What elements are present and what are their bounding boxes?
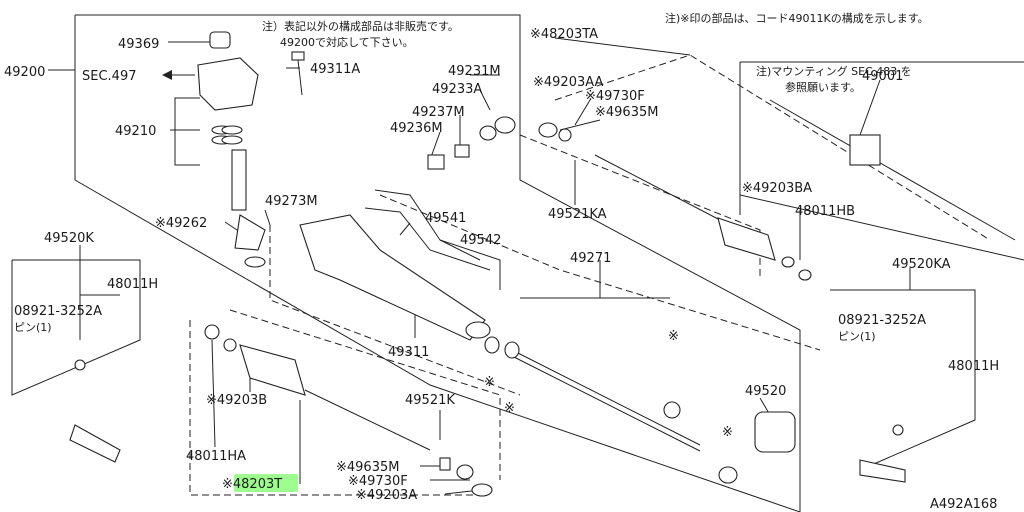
note-top-center-2: 49200で対応して下さい。 (280, 35, 414, 49)
label-49520KA: 49520KA (892, 257, 951, 272)
label-48203TA: ※48203TA (530, 27, 598, 42)
notes: 注）表記以外の構成部品は非販売です。 49200で対応して下さい。 注)※印の部… (262, 11, 929, 94)
label-49200: 49200 (4, 65, 45, 80)
label-49231M: 49231M (448, 64, 501, 79)
label-pin-left: ピン(1) (14, 321, 52, 334)
part-labels: 49369 49200 SEC.497 49311A 49210 ※49262 … (4, 27, 999, 512)
bellows-top (717, 217, 776, 261)
highlight-48203T (234, 474, 298, 492)
label-49520K: 49520K (44, 231, 94, 246)
asterisk-mark: ※ (504, 401, 515, 416)
cap-49369 (209, 31, 231, 49)
asterisk-markers: ※ ※ ※ ※ (484, 329, 733, 440)
label-49203AA: ※49203AA (533, 75, 604, 90)
label-49730F-top: ※49730F (585, 89, 645, 104)
label-49262: ※49262 (155, 216, 207, 231)
panel-outlines (11, 14, 1024, 512)
note-inset-1: 注)マウンティング SEC.483 を (756, 64, 912, 78)
label-49203BA: ※49203BA (742, 181, 812, 196)
tie-rod-end-left (69, 424, 121, 463)
label-49311: 49311 (388, 345, 429, 360)
label-49541: 49541 (425, 211, 466, 226)
label-48011H-right: 48011H (948, 359, 999, 374)
valve-housing (197, 57, 259, 111)
asterisk-mark: ※ (722, 425, 733, 440)
label-49210: 49210 (115, 124, 156, 139)
label-49311A: 49311A (310, 62, 360, 77)
note-inset-2: 参照願います。 (785, 80, 861, 94)
asterisk-mark: ※ (484, 375, 495, 390)
asterisk-mark: ※ (668, 329, 679, 344)
bushing-49520 (754, 411, 796, 453)
note-top-right: 注)※印の部品は、コード49011Kの構成を示します。 (665, 11, 929, 25)
label-08921-right: 08921-3252A (838, 313, 926, 328)
label-diagram-id: A492A168 (930, 497, 997, 512)
label-49635M-bottom: ※49635M (336, 460, 399, 475)
part-illustrations (69, 31, 1016, 497)
bellows-bottom (239, 344, 306, 396)
label-49203A: ※49203A (356, 488, 417, 503)
pinion-shaft (231, 149, 247, 211)
label-49521K: 49521K (405, 393, 455, 408)
note-top-center-1: 注）表記以外の構成部品は非販売です。 (262, 19, 459, 33)
label-48011HB: 48011HB (795, 204, 855, 219)
label-49203B: ※49203B (206, 393, 267, 408)
label-08921-left: 08921-3252A (14, 304, 102, 319)
label-49236M: 49236M (390, 121, 443, 136)
tie-rod-end-right (859, 459, 906, 483)
bolt-49311A (291, 51, 305, 61)
label-49271: 49271 (570, 251, 611, 266)
seal-49262 (234, 214, 266, 251)
label-49233A: 49233A (432, 82, 482, 97)
label-49001: 49001 (862, 69, 903, 84)
label-49273M: 49273M (265, 194, 318, 209)
label-49369: 49369 (118, 37, 159, 52)
label-pin-right: ピン(1) (838, 330, 876, 343)
label-sec497: SEC.497 (82, 69, 137, 84)
label-49542: 49542 (460, 233, 501, 248)
label-49635M-top: ※49635M (595, 105, 658, 120)
label-48203T: ※48203T (222, 477, 282, 492)
label-49521KA: 49521KA (548, 207, 607, 222)
gear-housing-49311 (299, 214, 486, 341)
label-48011H-left: 48011H (107, 277, 158, 292)
label-48011HA: 48011HA (186, 449, 246, 464)
label-49520: 49520 (745, 384, 786, 399)
label-49237M: 49237M (412, 105, 465, 120)
label-49730F-bottom: ※49730F (348, 474, 408, 489)
